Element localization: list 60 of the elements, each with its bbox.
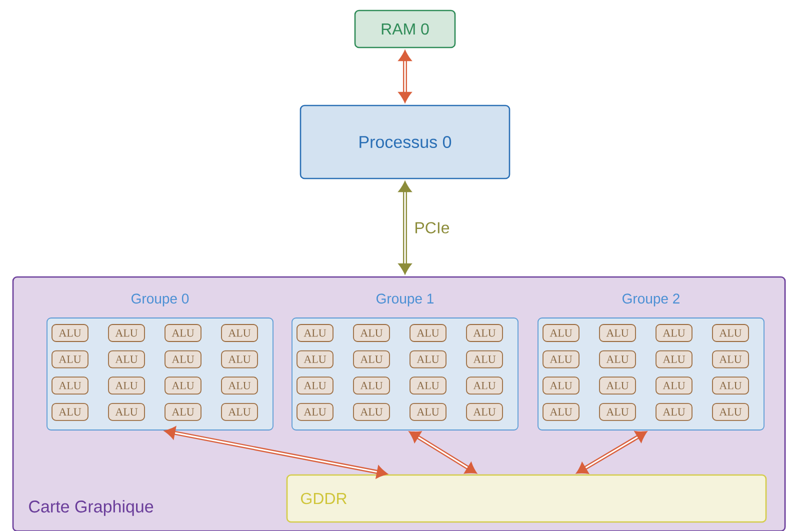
alu-box: ALU	[108, 324, 145, 342]
alu-box: ALU	[542, 402, 580, 421]
alu-box: ALU	[410, 402, 446, 421]
alu-box: ALU	[221, 324, 258, 342]
alu-box: ALU	[466, 324, 503, 342]
alu-box: ALU	[410, 350, 446, 368]
alu-box: ALU	[542, 324, 580, 342]
alu-box: ALU	[164, 350, 202, 368]
alu-box: ALU	[164, 376, 202, 395]
node-label: Groupe 0	[132, 294, 189, 306]
alu-box: ALU	[221, 402, 258, 421]
alu-box: ALU	[656, 350, 692, 368]
alu-box: ALU	[410, 376, 446, 395]
alu-box: ALU	[712, 376, 749, 395]
alu-box: ALU	[296, 350, 334, 368]
alu-box: ALU	[296, 376, 334, 395]
alu-box: ALU	[108, 376, 145, 395]
alu-box: ALU	[164, 324, 202, 342]
double-arrow	[398, 181, 412, 274]
alu-box: ALU	[466, 350, 503, 368]
alu-box: ALU	[466, 402, 503, 421]
alu-box: ALU	[542, 376, 580, 395]
processor-box: Processus 0	[300, 104, 510, 180]
node-label: Groupe 2	[622, 294, 680, 306]
alu-box: ALU	[221, 350, 258, 368]
double-arrow	[576, 430, 648, 474]
alu-box: ALU	[656, 376, 692, 395]
alu-box: ALU	[353, 350, 390, 368]
alu-box: ALU	[353, 402, 390, 421]
alu-box: ALU	[52, 376, 88, 395]
double-arrow	[164, 426, 388, 479]
alu-box: ALU	[221, 376, 258, 395]
alu-box: ALU	[296, 402, 334, 421]
alu-box: ALU	[164, 402, 202, 421]
alu-box: ALU	[466, 376, 503, 395]
alu-box: ALU	[542, 350, 580, 368]
alu-box: ALU	[599, 350, 636, 368]
alu-box: ALU	[296, 324, 334, 342]
alu-box: ALU	[353, 376, 390, 395]
alu-box: ALU	[52, 324, 88, 342]
alu-box: ALU	[108, 350, 145, 368]
double-arrow	[398, 50, 412, 103]
alu-box: ALU	[599, 324, 636, 342]
alu-box: ALU	[656, 324, 692, 342]
double-arrow	[408, 431, 477, 474]
alu-box: ALU	[353, 324, 390, 342]
alu-box: ALU	[599, 376, 636, 395]
alu-box: ALU	[712, 402, 749, 421]
alu-box: ALU	[410, 324, 446, 342]
ram-box: RAM 0	[354, 10, 456, 48]
edge-label: PCIe	[416, 222, 450, 234]
alu-box: ALU	[712, 350, 749, 368]
node-label: Groupe 1	[376, 294, 434, 306]
alu-box: ALU	[108, 402, 145, 421]
alu-box: ALU	[599, 402, 636, 421]
memory-box: GDDR	[286, 474, 767, 523]
alu-box: ALU	[712, 324, 749, 342]
alu-box: ALU	[656, 402, 692, 421]
alu-box: ALU	[52, 350, 88, 368]
alu-box: ALU	[52, 402, 88, 421]
